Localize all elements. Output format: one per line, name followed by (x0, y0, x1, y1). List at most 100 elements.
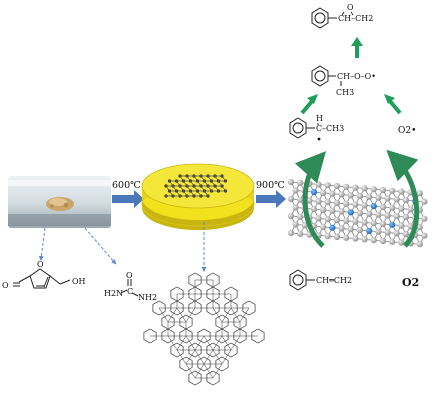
carbon-atom (292, 221, 299, 228)
triazine-bridge (194, 335, 205, 351)
urea-left-amine: H2N (104, 289, 123, 298)
disk-lattice-atom (206, 184, 210, 188)
triazine-bridge (176, 335, 187, 351)
carbon-atom (398, 205, 405, 212)
nitrogen-atom (389, 221, 396, 228)
carbon-atom (338, 208, 345, 215)
nitrogen-atom (366, 227, 373, 234)
precursor-photo (8, 176, 111, 228)
disk-lattice-atom (220, 184, 224, 188)
carbon-atom (379, 203, 387, 211)
carbon-atom (310, 206, 318, 213)
carbon-atom (352, 218, 359, 225)
carbon-atom (324, 182, 331, 189)
carbon-atom (324, 233, 331, 240)
disk-lattice-atom (171, 194, 175, 198)
carbon-atom (329, 190, 336, 197)
disk-lattice-atom (199, 184, 203, 188)
hmf-ring-oxygen: O (37, 260, 44, 269)
carbon-atom (324, 199, 331, 206)
disk-lattice-atom (185, 174, 189, 178)
carbon-atom (375, 211, 382, 218)
carbon-atom (393, 213, 400, 220)
carbon-atom (297, 179, 304, 186)
carbon-atom (366, 193, 373, 200)
carbon-atom (407, 223, 414, 230)
triazine-ring (188, 300, 202, 316)
nitrogen-atom (310, 189, 318, 196)
disk-lattice-atom (192, 184, 196, 188)
disk-lattice-atom (209, 179, 214, 183)
carbon-atom (292, 204, 299, 211)
carbon-atom (356, 210, 364, 217)
disk-lattice-atom (174, 179, 179, 183)
triazine-bridge (203, 349, 214, 365)
triazine-ring (188, 370, 202, 386)
triazine-ring (197, 356, 211, 372)
carbon-atom (421, 215, 428, 222)
carbon-atom (347, 192, 354, 199)
carbon-atom (352, 201, 359, 208)
peroxy-methyl-label: CH3 (336, 88, 354, 97)
triazine-bridge (212, 335, 223, 351)
disk-lattice-atom (164, 184, 168, 188)
disk-lattice-atom (223, 189, 228, 193)
triazine-bridge (203, 363, 214, 379)
carbon-atom (287, 195, 295, 203)
carbon-atom (352, 184, 359, 191)
carbon-atom (347, 226, 354, 233)
carbon-atom (370, 186, 377, 193)
oxygen-reactant-label: O2 (402, 276, 419, 289)
disk-lattice-atom (178, 194, 182, 198)
carbon-atom (297, 196, 304, 203)
carbon-atom (416, 224, 423, 231)
disk-lattice-atom (174, 189, 179, 193)
disk-lattice-atom (223, 179, 228, 183)
carbon-atom (402, 197, 410, 204)
temperature-label-900: 900℃ (256, 180, 285, 191)
triazine-ring (179, 356, 193, 372)
hmf-molecule: O O OH (2, 260, 86, 290)
triazine-bridge (221, 307, 232, 323)
superoxide-label: O2• (398, 126, 416, 136)
green-arrow-to-peroxy (300, 94, 318, 115)
carbon-atom (361, 236, 368, 243)
styrene-oxide: CH–CH2 O (311, 3, 373, 29)
carbon-atom (361, 185, 368, 192)
carbon-atom (370, 220, 377, 227)
carbon-atom (384, 195, 391, 202)
disk-lattice-atom (202, 179, 207, 183)
carbon-atom (370, 237, 377, 244)
curved-arrow-styrene (294, 151, 327, 248)
carbon-atom (297, 213, 304, 220)
urea-carbon: C (127, 287, 133, 296)
triazine-bridge (239, 307, 250, 323)
carbon-atom (421, 232, 428, 239)
disk-lattice-atom (195, 179, 200, 183)
benzylic-radical: C H –CH3 (289, 114, 344, 141)
triazine-ring (152, 300, 166, 316)
disk-lattice-atom (220, 174, 224, 178)
radical-hydrogen: H (316, 114, 323, 123)
carbon-atom (361, 219, 368, 226)
triazine-bridge (185, 335, 196, 351)
triazine-bridge (221, 335, 232, 351)
triazine-bridge (212, 363, 223, 379)
triazine-bridge (185, 349, 196, 365)
disk-lattice-atom (192, 194, 196, 198)
curved-arrow-oxygen (386, 149, 420, 248)
temperature-label-600: 600℃ (112, 180, 141, 191)
triazine-bridge (203, 335, 214, 351)
carbon-atom (379, 220, 387, 228)
carbon-atom (306, 197, 313, 204)
carbon-atom (333, 199, 341, 207)
carbon-atom (333, 233, 341, 241)
carbon-atom (393, 230, 400, 237)
triazine-bridge (230, 307, 241, 323)
carbon-atom (366, 210, 373, 217)
styrene-vinyl-label: CH═CH2 (316, 276, 352, 285)
triazine-bridge (194, 363, 205, 379)
triazine-ring (251, 328, 265, 344)
hmf-aldehyde-oxygen: O (2, 281, 9, 290)
